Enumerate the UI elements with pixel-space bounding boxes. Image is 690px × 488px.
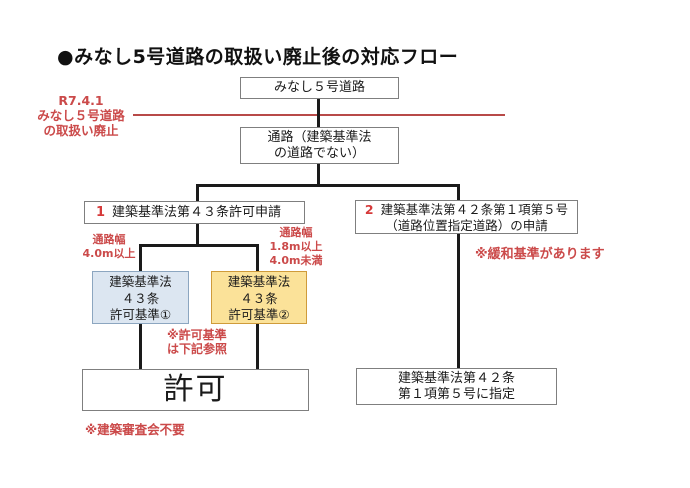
connector-sub-branch [139, 244, 259, 247]
criteria1-line1: 建築基準法 [109, 274, 172, 289]
abolition-note-line2: みなし５号道路 [37, 108, 125, 123]
connector-subbranch-to-criteria1 [139, 244, 142, 272]
width-left-line1: 通路幅 [92, 233, 126, 246]
no-review-note: ※建築審査会不要 [85, 422, 185, 437]
criteria2-line3: 許可基準② [228, 307, 290, 322]
connector-box1-down [196, 224, 199, 247]
criteria-reference-note: ※許可基準 は下記参照 [167, 328, 227, 356]
node-article43-number: 1 [96, 204, 106, 220]
node-article42-line1: 建築基準法第４２条第１項第５号 [380, 202, 569, 217]
criteria1-line2: ４３条 [121, 290, 160, 306]
criteria-ref-line2: は下記参照 [167, 342, 228, 356]
node-permit-criteria-1: 建築基準法 ４３条 許可基準① [92, 271, 189, 324]
width-left-line2: 4.0m以上 [82, 247, 136, 260]
criteria2-line1: 建築基準法 [227, 274, 291, 289]
criteria2-line2: ４３条 [240, 290, 278, 306]
width-right-line3: 4.0m未満 [269, 254, 323, 267]
connector-main-branch [196, 184, 460, 187]
width-label-left: 通路幅 4.0m以上 [78, 233, 140, 261]
abolition-note-line1: R7.4.1 [58, 93, 104, 108]
width-label-right: 通路幅 1.8m以上 4.0m未満 [262, 226, 330, 268]
designated-line2: 第１項第５号に指定 [397, 387, 515, 402]
abolition-note-line3: の取扱い廃止 [43, 123, 119, 138]
criteria-ref-line1: ※許可基準 [167, 328, 227, 342]
node-minashi-label: みなし５号道路 [273, 80, 365, 95]
node-designated-route: 建築基準法第４２条 第１項第５号に指定 [356, 368, 557, 405]
node-article42-application: 2 建築基準法第４２条第１項第５号 （道路位置指定道路）の申請 [355, 200, 578, 234]
relaxation-note: ※緩和基準があります [475, 247, 605, 262]
connector-tsuro-to-branch [317, 162, 320, 187]
page-title: ●みなし5号道路の取扱い廃止後の対応フロー [57, 46, 459, 68]
node-permit-label: 許可 [163, 372, 228, 407]
node-article43-label: 建築基準法第４３条許可申請 [112, 204, 282, 220]
width-right-line1: 通路幅 [279, 226, 313, 239]
node-article42-number: 2 [364, 202, 374, 217]
criteria1-line3: 許可基準① [109, 307, 172, 322]
node-tsuro: 通路（建築基準法 の道路でない） [240, 127, 399, 164]
abolition-note: R7.4.1 みなし５号道路 の取扱い廃止 [25, 93, 137, 138]
node-article42-line2: （道路位置指定道路）の申請 [385, 218, 548, 233]
connector-box2-to-designated [457, 233, 460, 369]
width-right-line2: 1.8m以上 [269, 240, 323, 253]
connector-criteria2-to-permit [256, 324, 259, 370]
connector-branch-to-box2 [457, 184, 460, 201]
connector-subbranch-to-criteria2 [256, 244, 259, 272]
node-article43-application: 1 建築基準法第４３条許可申請 [84, 201, 305, 224]
designated-line1: 建築基準法第４２条 [397, 371, 515, 386]
node-permit-criteria-2: 建築基準法 ４３条 許可基準② [211, 271, 307, 324]
node-minashi-5go-road: みなし５号道路 [240, 77, 399, 99]
connector-top-to-tsuro [317, 98, 320, 128]
connector-criteria1-to-permit [139, 324, 142, 370]
node-permit: 許可 [82, 369, 309, 411]
connector-branch-to-box1 [196, 184, 199, 202]
node-tsuro-line2: の道路でない） [273, 146, 365, 161]
node-tsuro-line1: 通路（建築基準法 [267, 130, 372, 145]
